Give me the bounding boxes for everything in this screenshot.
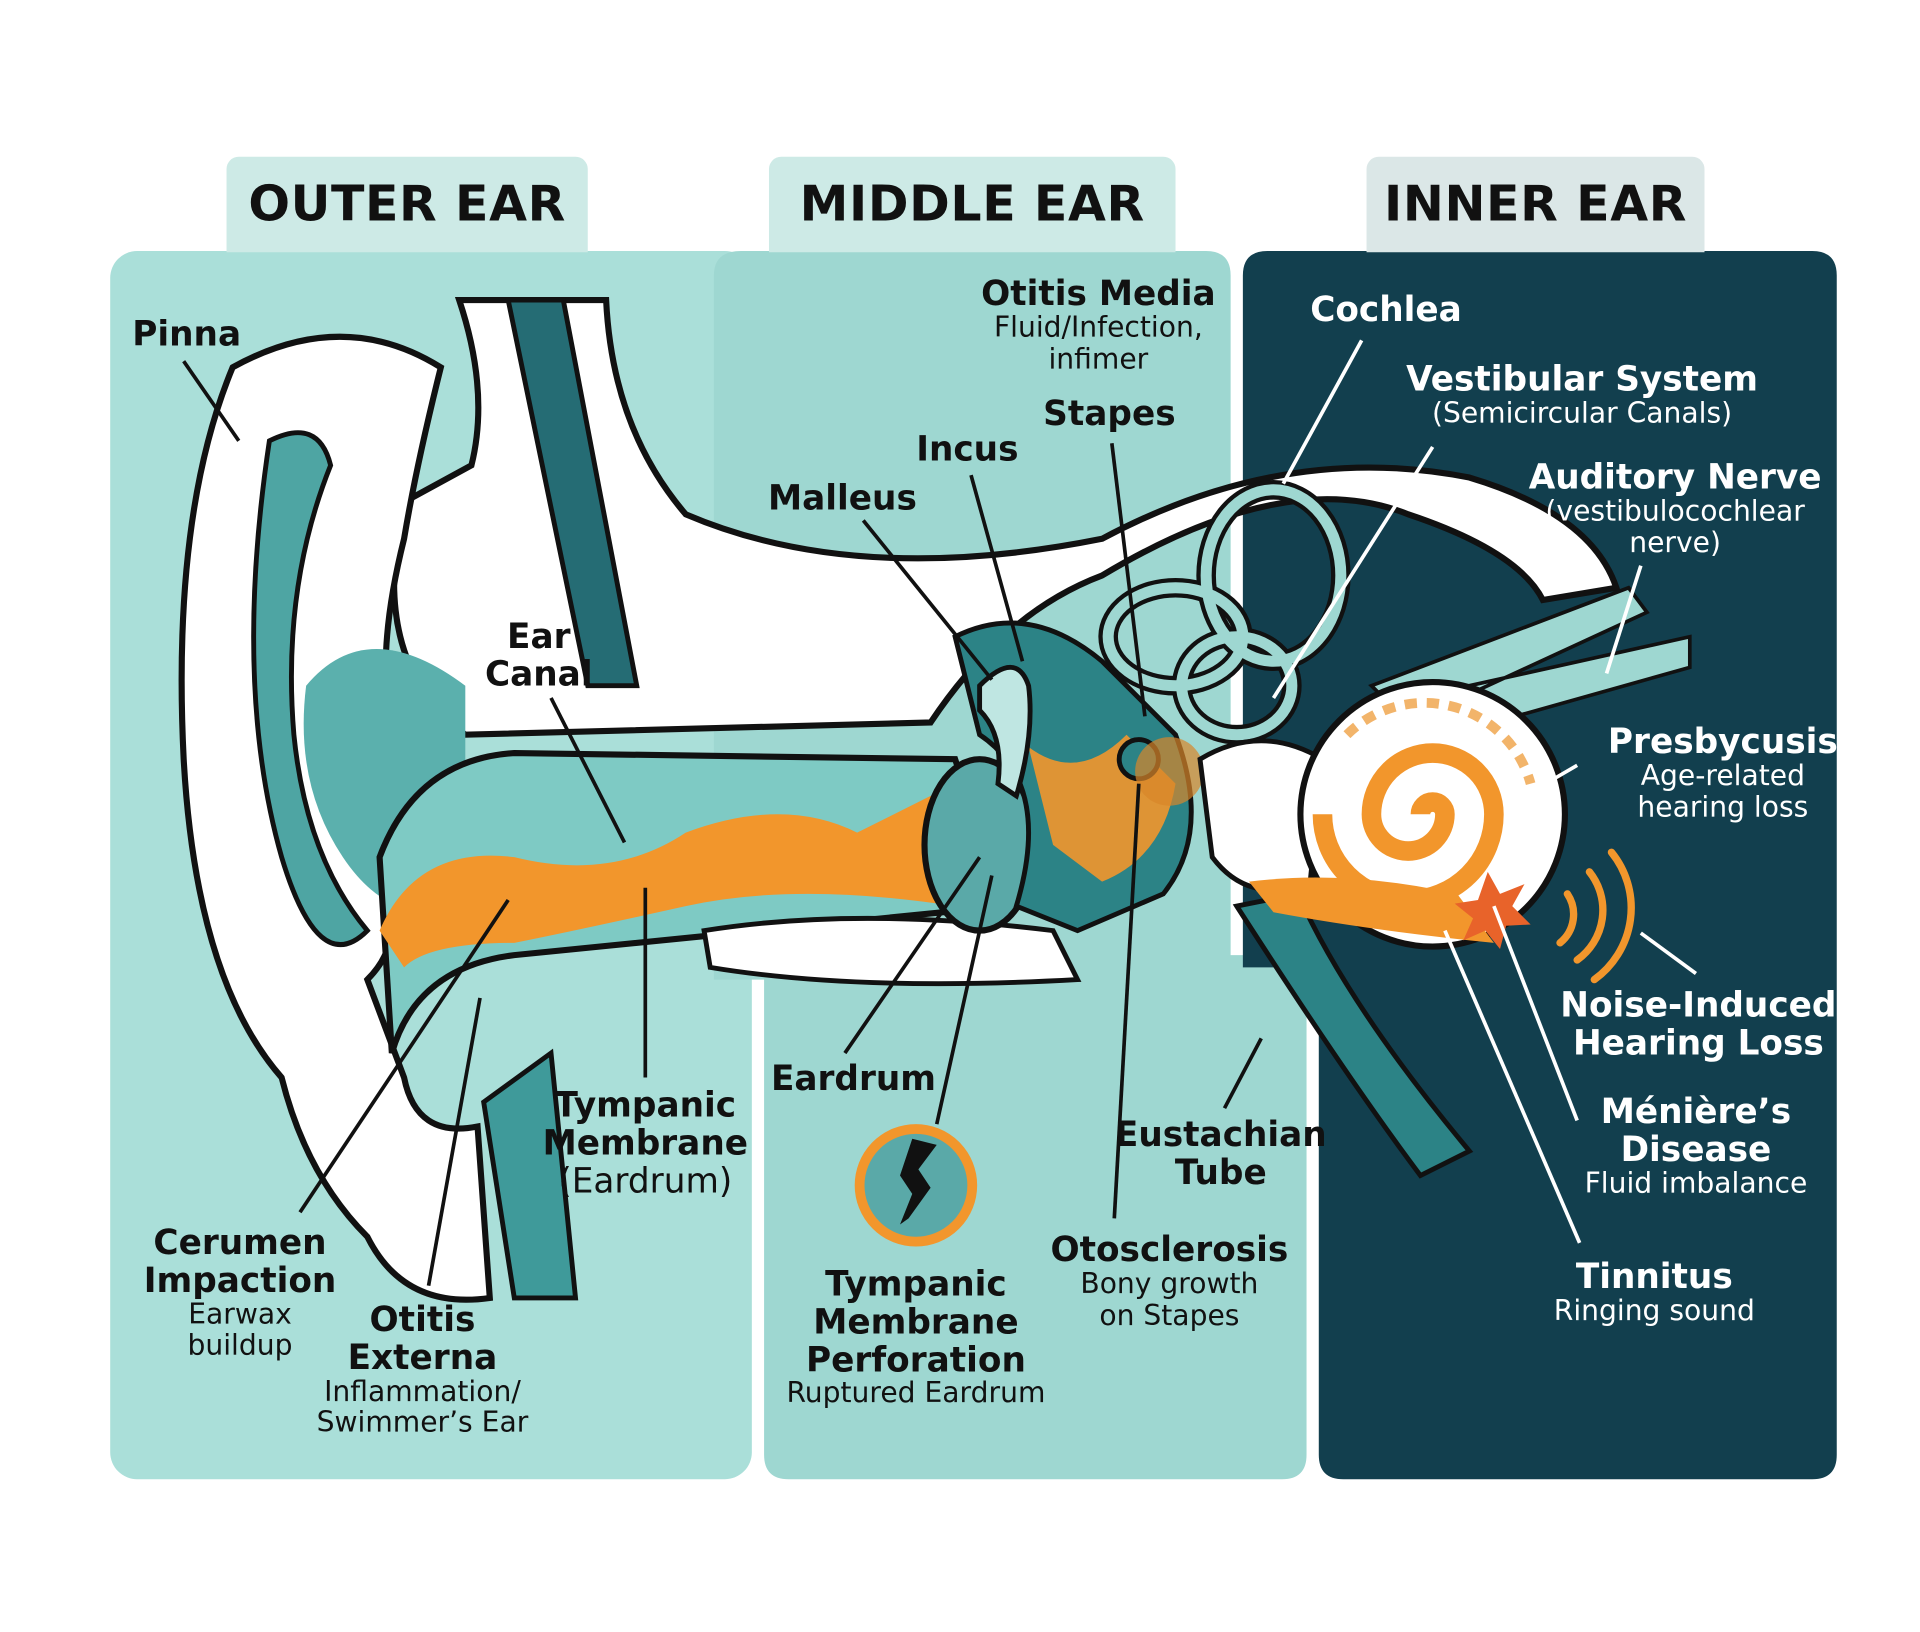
concha: [251, 430, 371, 948]
oe-title1: Otitis: [369, 1299, 476, 1340]
sound-waves-icon: [1556, 848, 1635, 984]
leader-lines: [182, 360, 1263, 1287]
tab-middle-ear: MIDDLE EAR: [768, 156, 1176, 253]
om-title: Otitis Media: [981, 273, 1216, 314]
oto-sub1: Bony growth: [1080, 1268, 1259, 1301]
pinna-title: Pinna: [132, 313, 242, 354]
om-sub1: Fluid/Infection,: [993, 311, 1203, 344]
tm-line1: Tympanic: [554, 1084, 737, 1126]
vessel-strip: [505, 297, 640, 689]
oe-sub1: Inflammation/: [324, 1375, 521, 1408]
cerumen-title1: Cerumen: [153, 1222, 327, 1263]
tinnitus-sub: Ringing sound: [1553, 1295, 1755, 1328]
noise-burst-icon: [1454, 871, 1531, 949]
oto-sub2: on Stapes: [1099, 1299, 1240, 1332]
om-sub2: infimer: [1048, 343, 1149, 376]
label-stapes: Stapes: [1043, 393, 1176, 434]
presby-sub2: hearing loss: [1637, 791, 1809, 824]
incus-title: Incus: [916, 428, 1019, 469]
label-cochlea: Cochlea: [1310, 288, 1462, 330]
tab-inner-ear: INNER EAR: [1366, 156, 1705, 253]
eustachian-tube-shape: [1232, 891, 1474, 1179]
tm-line3: (Eardrum): [558, 1160, 733, 1201]
lower-canal-wall: [701, 915, 1082, 987]
vest-title: Vestibular System: [1406, 358, 1759, 400]
presby-title: Presbycusis: [1607, 721, 1838, 762]
perf-title1: Tympanic: [825, 1263, 1007, 1305]
presby-sub1: Age-related: [1640, 760, 1805, 793]
tab-outer-ear: OUTER EAR: [226, 156, 588, 253]
eardrum-title: Eardrum: [770, 1057, 937, 1099]
tinnitus-title: Tinnitus: [1575, 1256, 1733, 1297]
label-eardrum: Eardrum: [770, 1057, 937, 1099]
stapes-title: Stapes: [1043, 393, 1176, 434]
malleus-shape: [977, 665, 1033, 800]
oe-title2: Externa: [347, 1336, 498, 1378]
cochlear-fluid: [1248, 877, 1494, 943]
tm-line2: Membrane: [542, 1122, 748, 1164]
label-malleus: Malleus: [768, 477, 917, 518]
ear-canal-line2: Canal: [484, 653, 593, 695]
meniere-sub: Fluid imbalance: [1584, 1167, 1808, 1200]
cochlea-title: Cochlea: [1310, 288, 1462, 330]
meniere-title1: Ménière’s: [1600, 1091, 1792, 1132]
oe-sub2: Swimmer’s Ear: [316, 1407, 529, 1440]
perf-sub: Ruptured Eardrum: [786, 1378, 1046, 1410]
neck: [481, 1048, 579, 1301]
cerumen-wax: [379, 795, 956, 968]
meniere-title2: Disease: [1620, 1128, 1772, 1170]
label-incus: Incus: [916, 428, 1019, 469]
cerumen-sub2: buildup: [187, 1330, 293, 1363]
perf-title2: Membrane: [813, 1301, 1019, 1342]
nerve-sub1: (vestibulocochlear: [1545, 495, 1805, 528]
perf-title3: Perforation: [805, 1339, 1026, 1380]
label-vestibular-system: Vestibular System(Semicircular Canals): [1406, 358, 1759, 430]
perforation-icon: [854, 1124, 978, 1247]
noise-title1: Noise-Induced: [1560, 984, 1837, 1025]
eust-line2: Tube: [1174, 1152, 1267, 1193]
cerumen-title2: Impaction: [143, 1259, 337, 1301]
leader-lines-inner: [1271, 339, 1698, 1244]
noise-title2: Hearing Loss: [1572, 1022, 1824, 1063]
nerve-title: Auditory Nerve: [1528, 456, 1822, 498]
label-pinna: Pinna: [132, 313, 242, 354]
oto-title: Otosclerosis: [1050, 1229, 1289, 1270]
malleus-title: Malleus: [768, 477, 917, 518]
nerve-sub2: nerve): [1629, 527, 1721, 560]
eust-line1: Eustachian: [1114, 1114, 1327, 1155]
ear-canal-line1: Ear: [507, 615, 571, 657]
otosclerosis-dots: [1135, 737, 1204, 806]
cerumen-sub1: Earwax: [188, 1298, 292, 1331]
vest-sub: (Semicircular Canals): [1431, 397, 1733, 430]
